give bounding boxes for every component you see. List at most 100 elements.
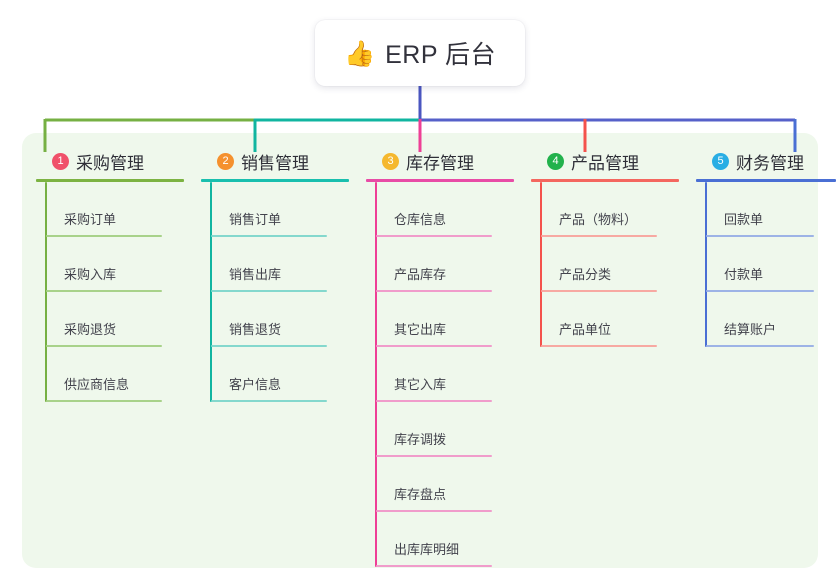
leaf-item-rule [376,565,492,567]
leaf-item[interactable]: 产品（物料） [531,182,679,237]
leaf-item-rule [46,400,162,402]
column-items-5: 回款单付款单结算账户 [696,182,836,347]
leaf-item[interactable]: 付款单 [696,237,836,292]
leaf-item[interactable]: 客户信息 [201,347,349,402]
leaf-item-label: 采购入库 [64,267,117,282]
column-index-badge: 4 [547,152,564,170]
leaf-item-rule [706,235,814,237]
leaf-item-label: 客户信息 [229,377,282,392]
leaf-item[interactable]: 产品分类 [531,237,679,292]
leaf-item-rule [376,345,492,347]
column-header-5[interactable]: 5 财务管理 [696,145,836,177]
leaf-item-rule [706,290,814,292]
leaf-item-rule [211,400,327,402]
column-spine [45,182,47,402]
leaf-item-label: 产品库存 [394,267,447,282]
leaf-item[interactable]: 出库库明细 [366,512,514,567]
column-header-rule [36,179,184,182]
column-title: 采购管理 [76,153,144,173]
column-title: 销售管理 [241,153,309,173]
leaf-item-label: 销售出库 [229,267,282,282]
leaf-item-rule [211,345,327,347]
column-header-rule [531,179,679,182]
leaf-item-label: 产品单位 [559,322,612,337]
leaf-item[interactable]: 回款单 [696,182,836,237]
leaf-item[interactable]: 销售退货 [201,292,349,347]
column-header-2[interactable]: 2 销售管理 [201,145,349,177]
column-header-rule [696,179,836,182]
leaf-item-label: 其它入库 [394,377,447,392]
leaf-item-rule [376,235,492,237]
column-index-badge: 5 [712,152,729,170]
leaf-item-label: 仓库信息 [394,212,447,227]
leaf-item[interactable]: 仓库信息 [366,182,514,237]
column-2: 2 销售管理销售订单销售出库销售退货客户信息 [201,145,349,402]
leaf-item-label: 采购退货 [64,322,117,337]
column-spine [705,182,707,347]
leaf-item-rule [376,290,492,292]
leaf-item-rule [541,235,657,237]
leaf-item[interactable]: 库存调拨 [366,402,514,457]
column-items-1: 采购订单采购入库采购退货供应商信息 [36,182,184,402]
leaf-item-label: 库存调拨 [394,432,447,447]
column-spine [375,182,377,567]
leaf-item-rule [46,345,162,347]
root-node[interactable]: 👍 ERP 后台 [315,20,525,86]
leaf-item-label: 付款单 [724,267,764,282]
column-header-rule [201,179,349,182]
column-4: 4 产品管理产品（物料） 产品分类产品单位 [531,145,679,347]
leaf-item[interactable]: 结算账户 [696,292,836,347]
column-items-2: 销售订单销售出库销售退货客户信息 [201,182,349,402]
diagram-panel [22,133,818,568]
column-header-1[interactable]: 1 采购管理 [36,145,184,177]
leaf-item-label: 回款单 [724,212,764,227]
leaf-item-rule [46,235,162,237]
leaf-item[interactable]: 库存盘点 [366,457,514,512]
leaf-item-rule [211,235,327,237]
leaf-item[interactable]: 销售出库 [201,237,349,292]
column-spine [210,182,212,402]
column-title: 财务管理 [736,153,804,173]
leaf-item[interactable]: 采购订单 [36,182,184,237]
leaf-item[interactable]: 产品库存 [366,237,514,292]
leaf-item-rule [376,455,492,457]
column-header-3[interactable]: 3 库存管理 [366,145,514,177]
column-index-badge: 3 [382,152,399,170]
leaf-item-label: 销售退货 [229,322,282,337]
leaf-item-rule [46,290,162,292]
leaf-item[interactable]: 采购退货 [36,292,184,347]
leaf-item-rule [541,345,657,347]
column-5: 5 财务管理回款单付款单结算账户 [696,145,836,347]
leaf-item-label: 供应商信息 [64,377,130,392]
leaf-item-rule [376,510,492,512]
column-title: 产品管理 [571,153,639,173]
column-3: 3 库存管理仓库信息产品库存其它出库其它入库库存调拨库存盘点出库库明细 [366,145,514,567]
leaf-item[interactable]: 产品单位 [531,292,679,347]
leaf-item[interactable]: 其它出库 [366,292,514,347]
leaf-item-label: 产品（物料） [559,212,638,227]
leaf-item-label: 结算账户 [724,322,777,337]
column-index-badge: 2 [217,152,234,170]
leaf-item-rule [211,290,327,292]
leaf-item-rule [541,290,657,292]
thumbs-up-icon: 👍 [343,38,376,68]
column-index-badge: 1 [52,152,69,170]
root-node-label: ERP 后台 [385,41,497,69]
leaf-item-label: 库存盘点 [394,487,447,502]
column-items-3: 仓库信息产品库存其它出库其它入库库存调拨库存盘点出库库明细 [366,182,514,567]
leaf-item-label: 产品分类 [559,267,612,282]
column-header-rule [366,179,514,182]
column-1: 1 采购管理采购订单采购入库采购退货供应商信息 [36,145,184,402]
leaf-item-label: 销售订单 [229,212,282,227]
leaf-item-rule [706,345,814,347]
leaf-item-label: 采购订单 [64,212,117,227]
column-items-4: 产品（物料） 产品分类产品单位 [531,182,679,347]
column-spine [540,182,542,347]
leaf-item[interactable]: 供应商信息 [36,347,184,402]
leaf-item[interactable]: 销售订单 [201,182,349,237]
column-header-4[interactable]: 4 产品管理 [531,145,679,177]
leaf-item[interactable]: 其它入库 [366,347,514,402]
column-title: 库存管理 [406,153,474,173]
leaf-item[interactable]: 采购入库 [36,237,184,292]
